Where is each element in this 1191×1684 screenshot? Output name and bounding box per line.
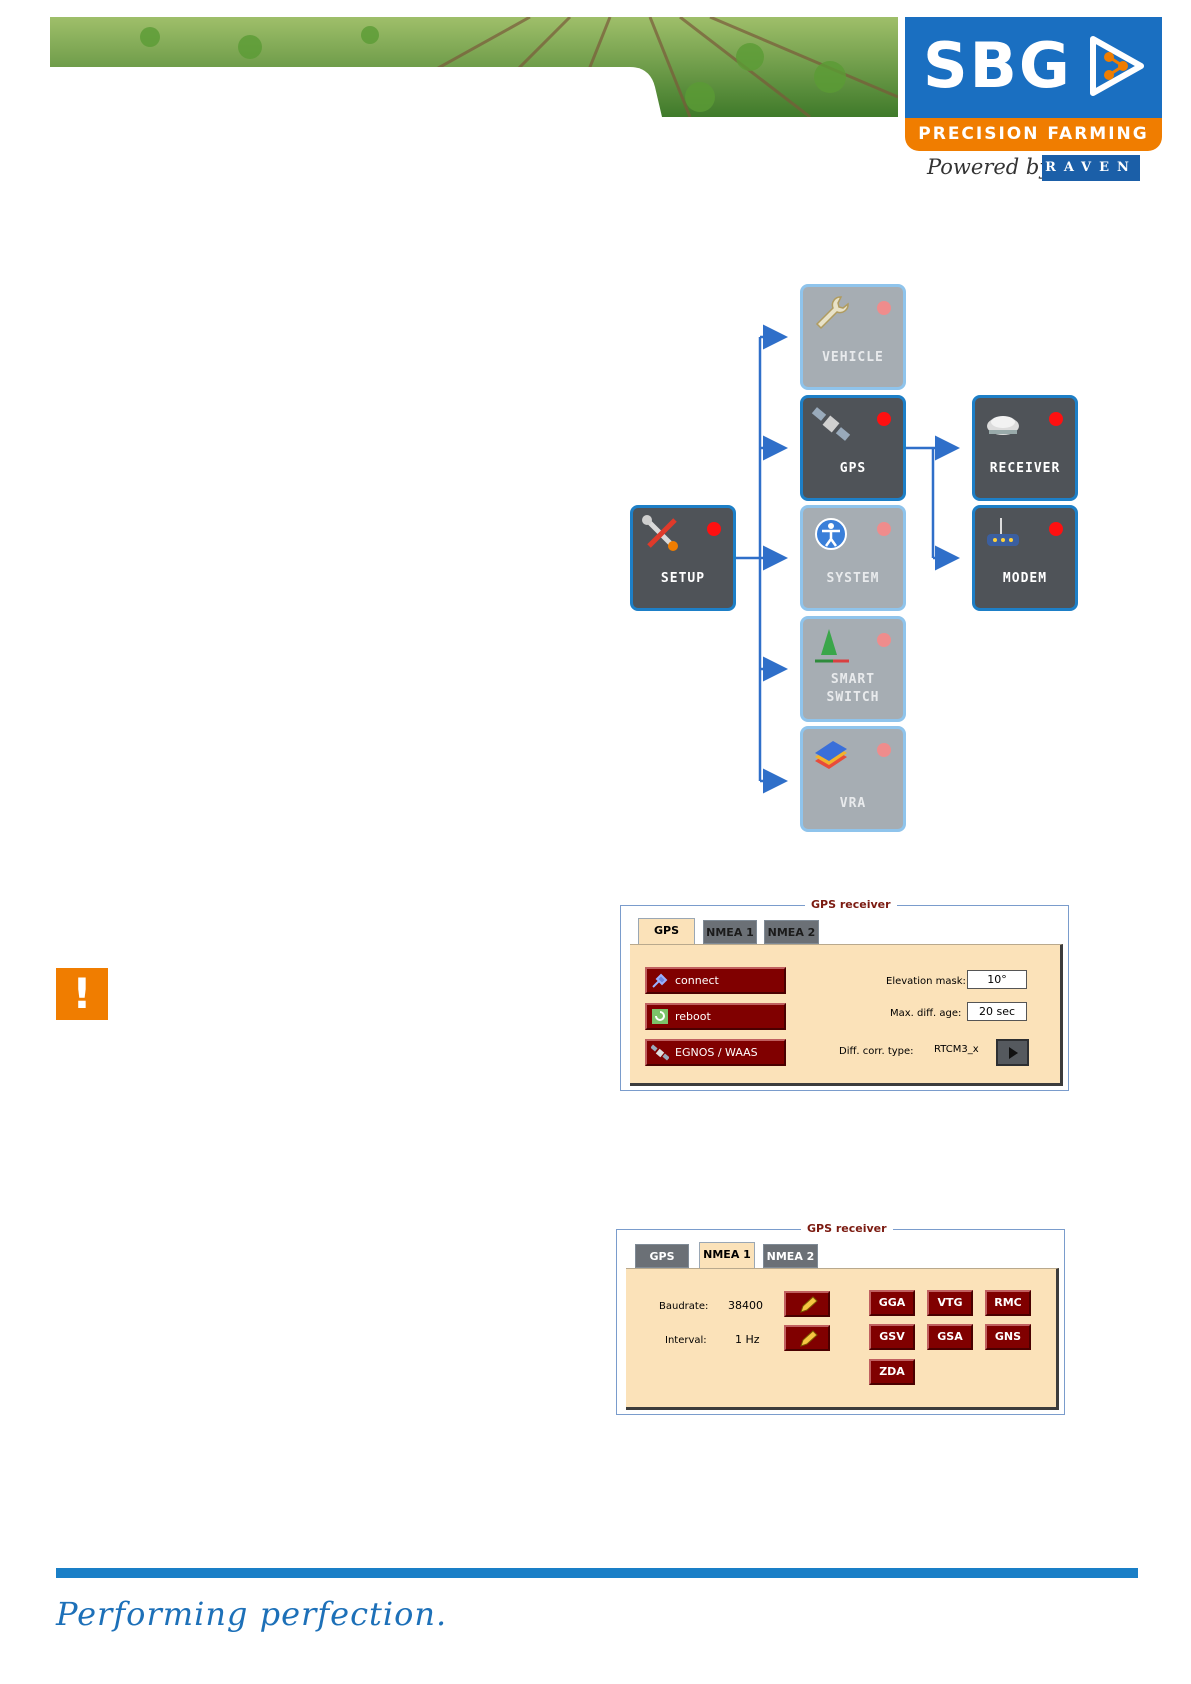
tile-label-2: SWITCH xyxy=(826,690,880,705)
menu-tile-modem[interactable]: MODEM xyxy=(972,505,1078,611)
tile-label: GPS xyxy=(839,461,867,476)
status-dot xyxy=(1049,522,1063,536)
raven-logo: RAVEN xyxy=(1042,155,1140,181)
status-dot xyxy=(877,743,891,757)
interval-label: Interval: xyxy=(665,1335,707,1346)
egnos-waas-button[interactable]: EGNOS / WAAS xyxy=(645,1039,786,1066)
modem-icon xyxy=(987,518,1019,546)
reboot-button[interactable]: reboot xyxy=(645,1003,786,1030)
panel-title: GPS receiver xyxy=(801,1222,893,1235)
baudrate-value: 38400 xyxy=(728,1299,763,1312)
diff-corr-next-button[interactable] xyxy=(996,1039,1029,1066)
button-label: reboot xyxy=(675,1010,711,1023)
diff-corr-type-value: RTCM3_x xyxy=(934,1044,979,1055)
receiver-icon xyxy=(987,416,1019,435)
status-dot xyxy=(1049,412,1063,426)
gps-receiver-panel-gps: GPS receiver GPS NMEA 1 NMEA 2 connect r… xyxy=(620,898,1069,1091)
connect-button[interactable]: connect xyxy=(645,967,786,994)
elevation-mask-field[interactable]: 10° xyxy=(967,970,1027,989)
menu-tile-setup[interactable]: SETUP xyxy=(630,505,736,611)
status-dot xyxy=(877,522,891,536)
nmea-vtg-button[interactable]: VTG xyxy=(927,1290,973,1316)
sections-icon xyxy=(815,629,849,663)
max-diff-age-label: Max. diff. age: xyxy=(890,1008,962,1019)
tile-label: SMART xyxy=(830,672,876,687)
plug-icon xyxy=(652,973,668,988)
tab-content: connect reboot EGNOS / WAAS Elevation ma… xyxy=(630,944,1063,1086)
tab-content: Baudrate: 38400 Interval: 1 Hz GGA VTG R… xyxy=(626,1268,1059,1410)
status-dot xyxy=(877,412,891,426)
footer-rule xyxy=(56,1568,1138,1578)
pencil-icon xyxy=(800,1296,818,1313)
play-icon xyxy=(1009,1047,1018,1059)
header-banner xyxy=(50,17,898,117)
edit-baudrate-button[interactable] xyxy=(784,1291,830,1317)
logo-arrow-icon xyxy=(1090,36,1144,96)
tab-nmea-1[interactable]: NMEA 1 xyxy=(699,1242,755,1268)
tab-nmea-2[interactable]: NMEA 2 xyxy=(764,920,819,944)
nmea-zda-button[interactable]: ZDA xyxy=(869,1359,915,1385)
tile-label: RECEIVER xyxy=(989,461,1061,476)
menu-tile-vra[interactable]: VRA xyxy=(800,726,906,832)
button-label: connect xyxy=(675,974,719,987)
wrench-icon xyxy=(815,296,849,330)
tab-gps[interactable]: GPS xyxy=(635,1244,689,1268)
menu-tile-smart-switch[interactable]: SMART SWITCH xyxy=(800,616,906,722)
logo-brand: SBG xyxy=(923,29,1072,102)
menu-tree-diagram: SETUP VEHICLE GPS SYSTEM xyxy=(625,280,1095,840)
tile-label: VEHICLE xyxy=(822,350,884,365)
menu-tile-receiver[interactable]: RECEIVER xyxy=(972,395,1078,501)
nmea-gns-button[interactable]: GNS xyxy=(985,1324,1031,1350)
footer-slogan: Performing perfection. xyxy=(56,1595,448,1633)
menu-tile-vehicle[interactable]: VEHICLE xyxy=(800,284,906,390)
tile-label: SETUP xyxy=(660,571,706,586)
tile-label: SYSTEM xyxy=(826,571,880,586)
nmea-gga-button[interactable]: GGA xyxy=(869,1290,915,1316)
tile-label: MODEM xyxy=(1002,571,1048,586)
sbg-logo: SBG PRECISION FARMING Powered by RAVEN xyxy=(905,17,1162,182)
pencil-icon xyxy=(800,1330,818,1347)
nmea-gsv-button[interactable]: GSV xyxy=(869,1324,915,1350)
max-diff-age-field[interactable]: 20 sec xyxy=(967,1002,1027,1021)
panel-title: GPS receiver xyxy=(805,898,897,911)
satellite-icon xyxy=(811,407,851,441)
tab-gps[interactable]: GPS xyxy=(638,918,695,944)
gps-receiver-panel-nmea1: GPS receiver GPS NMEA 1 NMEA 2 Baudrate:… xyxy=(616,1222,1065,1415)
layers-icon xyxy=(815,741,847,769)
logo-tagline: PRECISION FARMING xyxy=(905,118,1162,151)
nmea-rmc-button[interactable]: RMC xyxy=(985,1290,1031,1316)
satellite-icon xyxy=(651,1044,669,1061)
accessibility-icon xyxy=(815,518,847,550)
status-dot xyxy=(877,633,891,647)
tab-nmea-1[interactable]: NMEA 1 xyxy=(703,920,757,944)
logo-powered-by: Powered by xyxy=(927,155,1052,179)
menu-tile-system[interactable]: SYSTEM xyxy=(800,505,906,611)
elevation-mask-label: Elevation mask: xyxy=(886,976,966,987)
diff-corr-type-label: Diff. corr. type: xyxy=(839,1046,914,1057)
status-dot xyxy=(877,301,891,315)
tools-icon xyxy=(642,515,678,551)
nmea-gsa-button[interactable]: GSA xyxy=(927,1324,973,1350)
tile-label: VRA xyxy=(839,796,867,811)
reboot-icon xyxy=(652,1009,668,1024)
warning-icon: ! xyxy=(56,968,108,1020)
status-dot xyxy=(707,522,721,536)
baudrate-label: Baudrate: xyxy=(659,1301,709,1312)
edit-interval-button[interactable] xyxy=(784,1325,830,1351)
logo-box: SBG xyxy=(905,17,1162,118)
menu-tile-gps[interactable]: GPS xyxy=(800,395,906,501)
interval-value: 1 Hz xyxy=(735,1333,760,1346)
connector-lines xyxy=(736,324,960,794)
button-label: EGNOS / WAAS xyxy=(675,1046,758,1059)
tab-nmea-2[interactable]: NMEA 2 xyxy=(763,1244,818,1268)
